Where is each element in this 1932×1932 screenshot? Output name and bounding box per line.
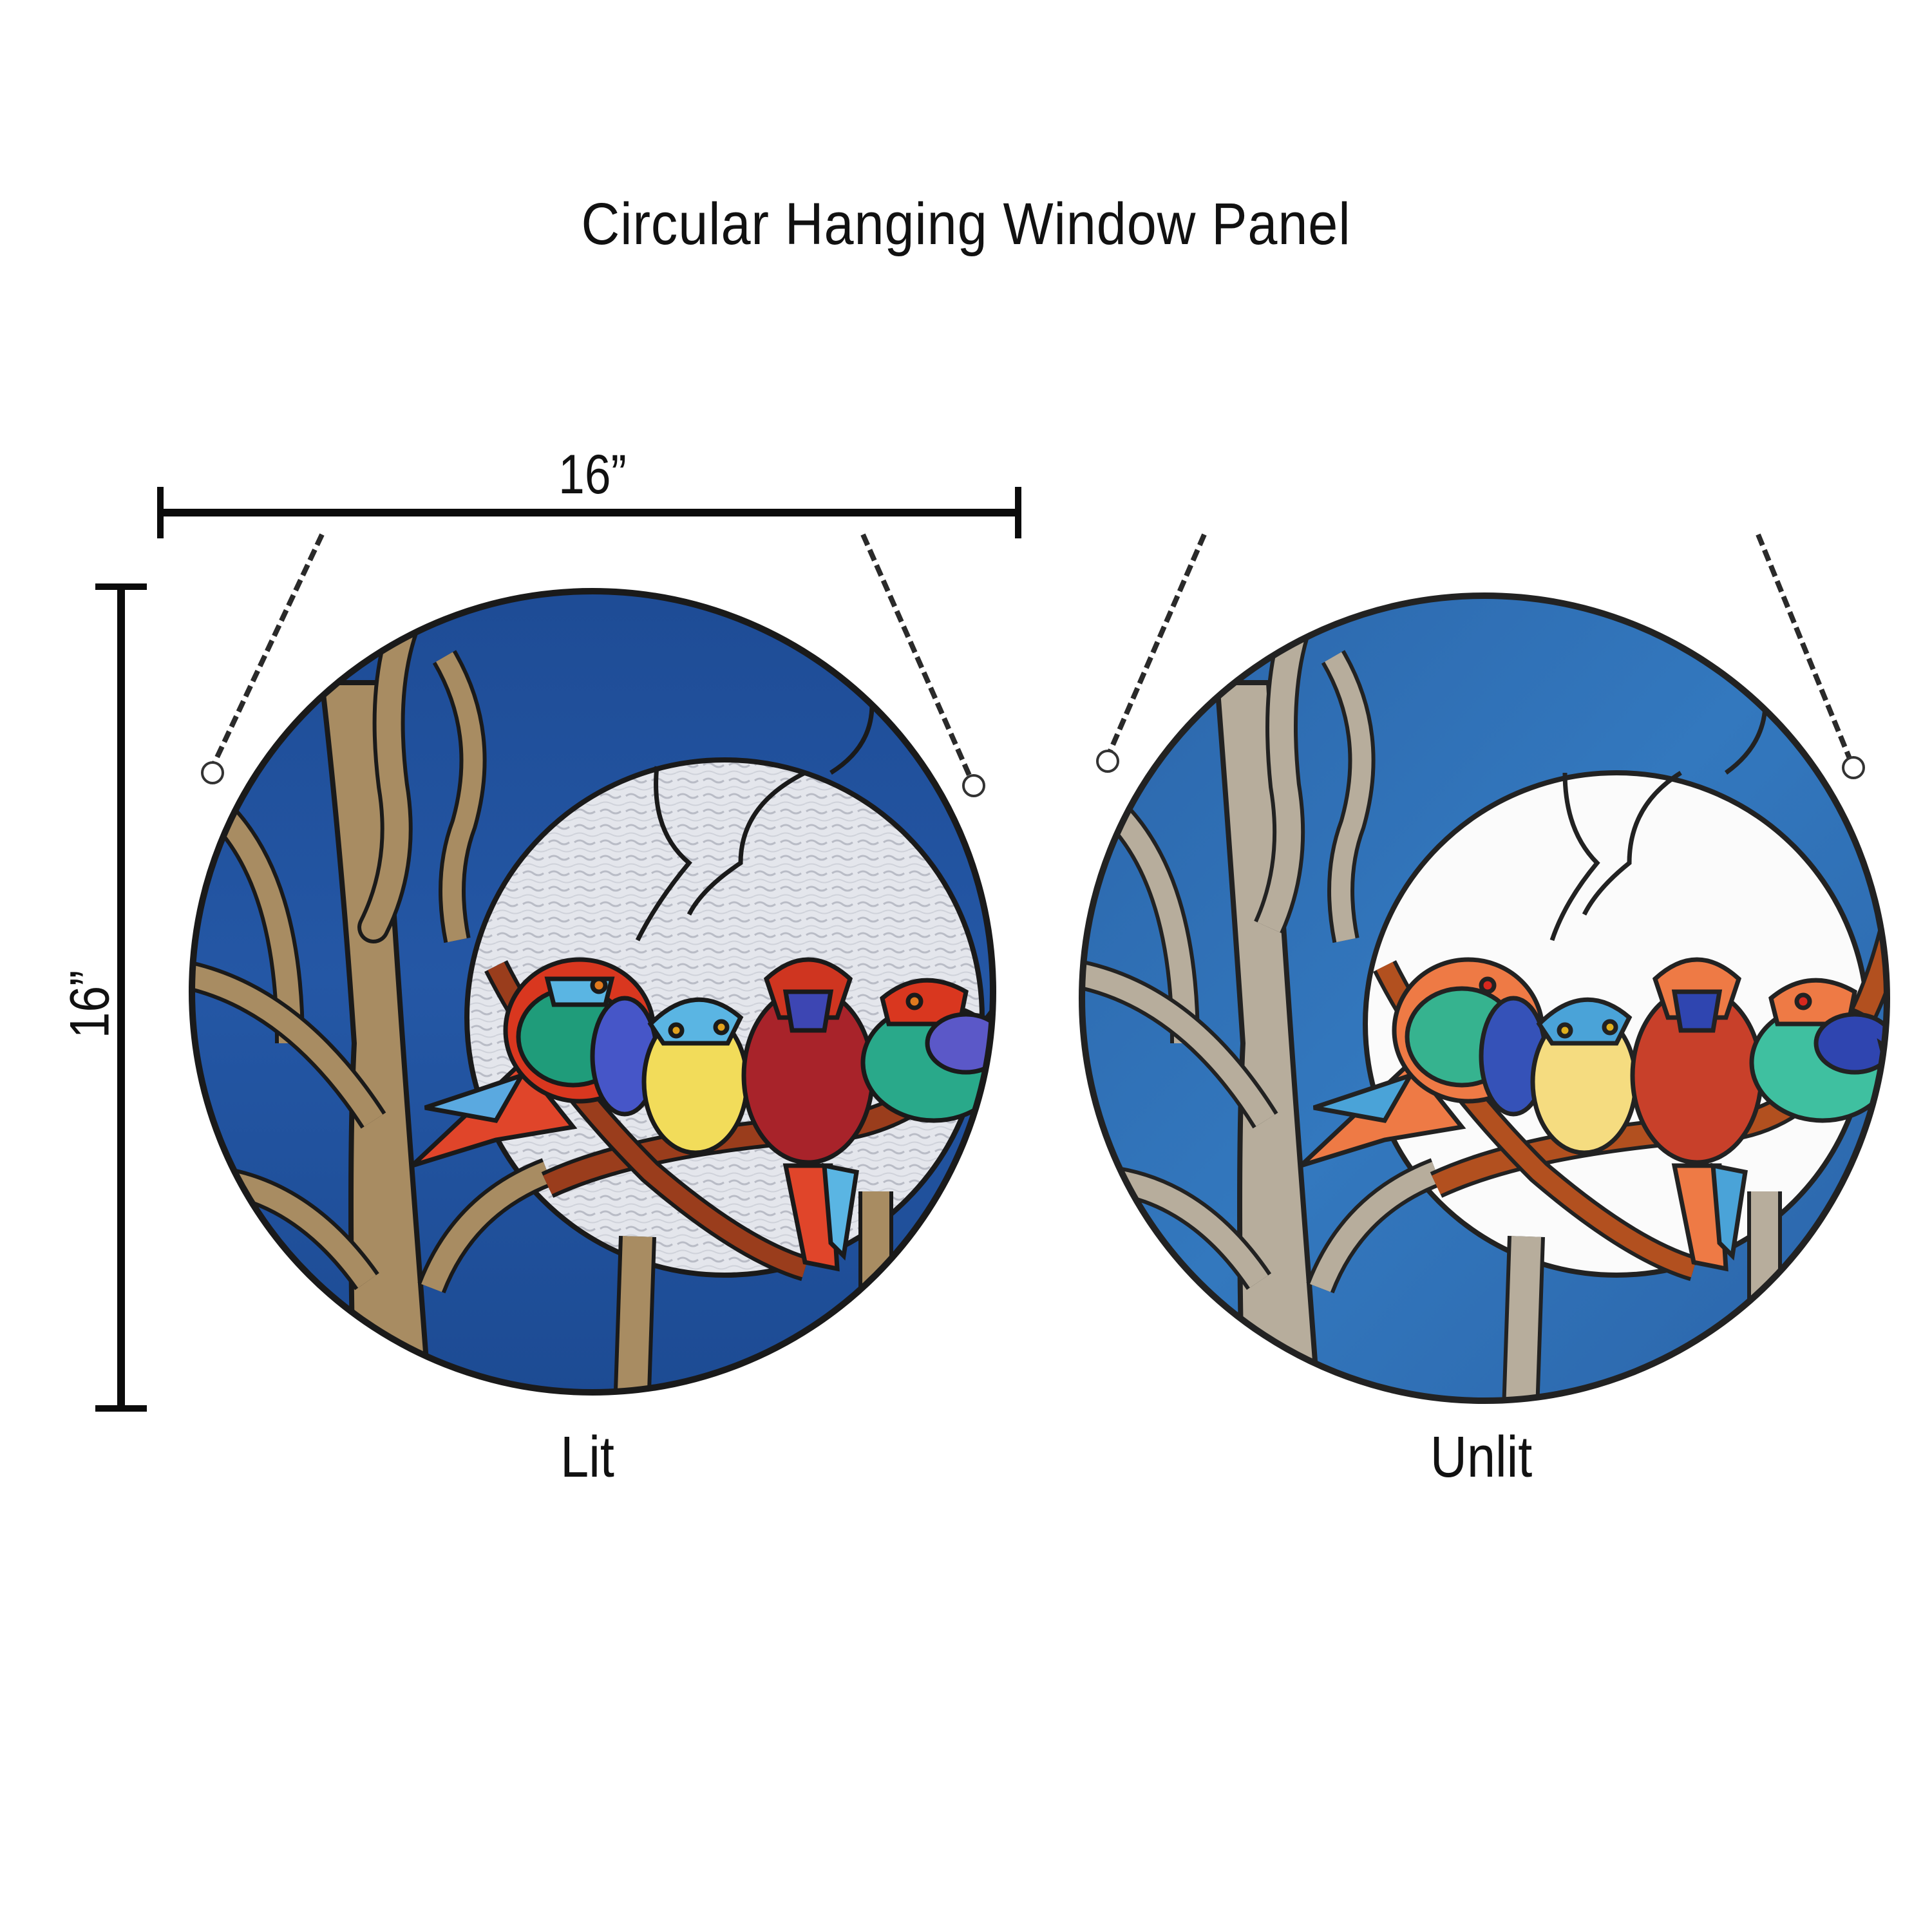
bird-right <box>1749 978 1887 1123</box>
bird-left <box>1299 957 1548 1168</box>
bird-yellow <box>641 997 750 1155</box>
chain-right <box>1756 533 1854 764</box>
height-label: 16” <box>59 970 121 1039</box>
unlit-caption: Unlit <box>1430 1425 1533 1490</box>
width-label: 16” <box>558 444 627 506</box>
dimension-cap-bottom <box>95 1405 147 1412</box>
panel-rim <box>189 588 996 1396</box>
dimension-line-vertical <box>117 587 125 1409</box>
hanging-ring-right <box>1842 756 1865 779</box>
bird-left <box>410 957 659 1168</box>
lit-caption: Lit <box>560 1425 614 1490</box>
unlit-panel <box>1063 528 1900 1430</box>
bird-red <box>1630 957 1764 1272</box>
dimension-cap-right <box>1015 487 1021 538</box>
bird-right <box>860 978 993 1123</box>
lit-panel <box>161 528 1063 1430</box>
page-title: Circular Hanging Window Panel <box>581 191 1351 257</box>
dimension-cap-top <box>95 583 147 590</box>
bird-yellow <box>1530 997 1638 1155</box>
hanging-ring-left <box>1096 750 1119 773</box>
dimension-line-horizontal <box>158 509 1019 516</box>
chain-left <box>209 533 325 771</box>
chain-right <box>860 533 975 784</box>
panel-rim <box>1079 592 1890 1404</box>
hanging-ring-left <box>201 761 224 784</box>
hanging-ring-right <box>962 774 985 797</box>
chain-left <box>1105 533 1207 758</box>
stained-glass-unlit-illustration <box>1079 533 1890 1404</box>
stained-glass-lit-illustration <box>189 533 996 1396</box>
